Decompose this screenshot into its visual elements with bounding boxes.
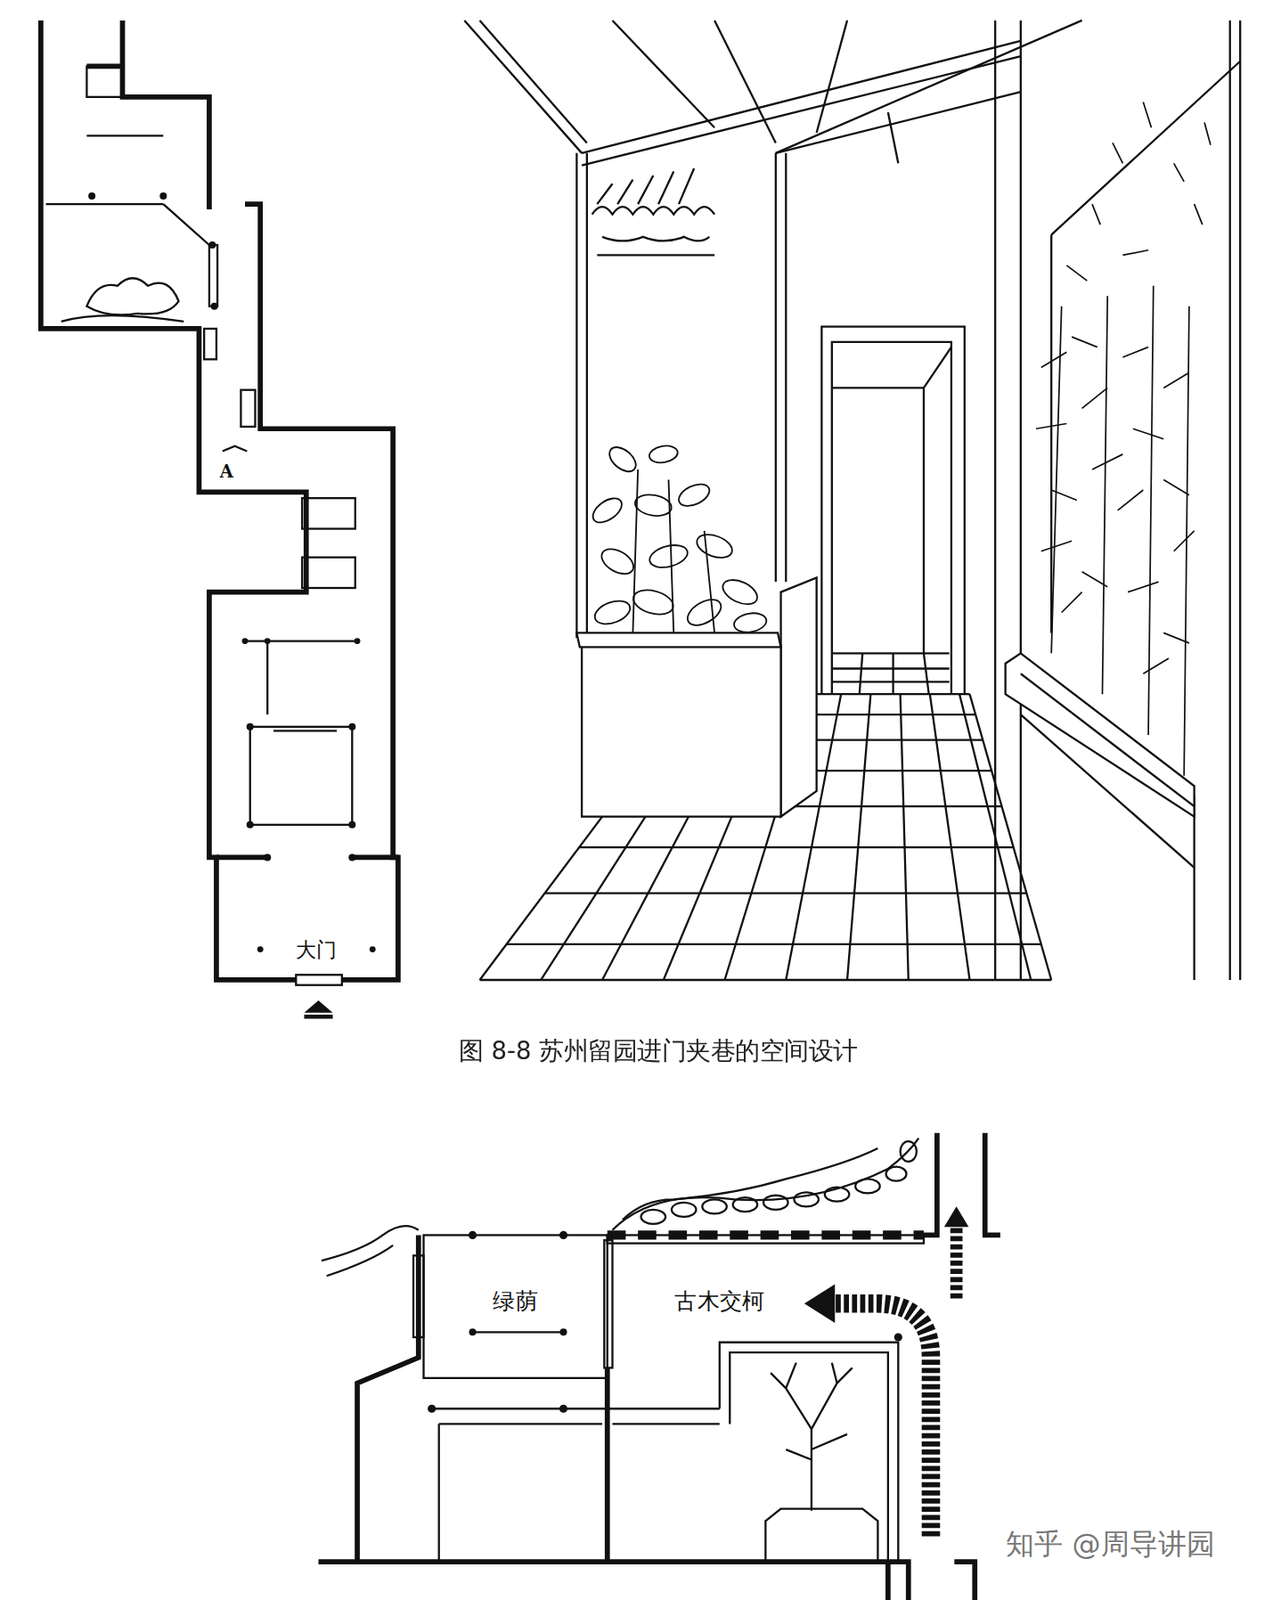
room: 绿荫 (424, 1234, 608, 1378)
room-name: 绿荫 (490, 1288, 540, 1315)
watermark: 知乎 @周导讲园 (1003, 1526, 1217, 1561)
figure-caption: 图 8-8 苏州留园进门夹巷的空间设计 (456, 1036, 860, 1067)
room: 大门 (216, 856, 399, 980)
room: 古木交柯 (611, 1243, 919, 1340)
section-marker: A (218, 461, 237, 482)
room-name: 大门 (293, 937, 339, 962)
room-name: 古木交柯 (672, 1288, 767, 1315)
